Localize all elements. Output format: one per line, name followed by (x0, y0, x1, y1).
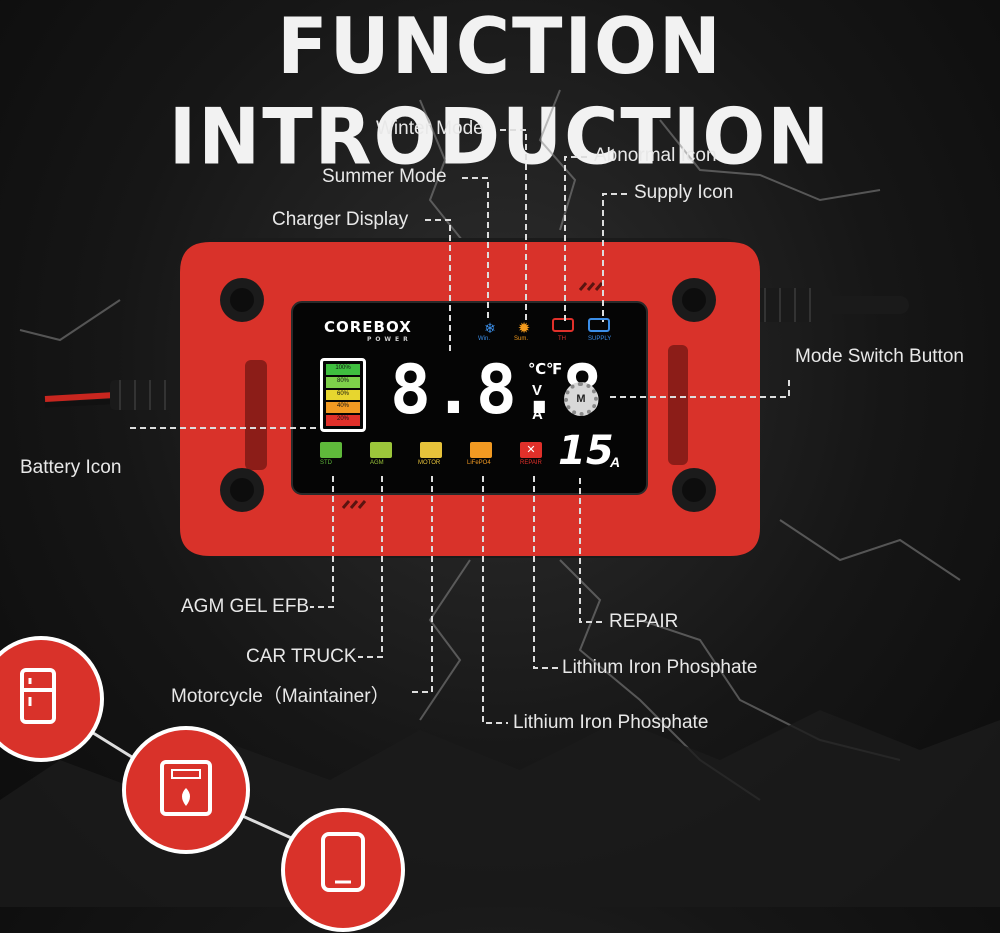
battery-type-motor (420, 442, 442, 458)
current-value: 15 (558, 428, 614, 474)
lightning-background (0, 89, 1000, 907)
battery-type-lifepo4-label: LiFePO4 (467, 460, 491, 466)
sun-icon: ✹ (517, 320, 531, 337)
refrigerator-icon (20, 668, 56, 724)
callout-lithium-2: Lithium Iron Phosphate (513, 712, 709, 733)
repair-icon: ✕ (520, 442, 542, 458)
supply-label: SUPPLY (588, 336, 612, 342)
callout-charger-display: Charger Display (272, 209, 409, 230)
battery-level-40: 40% (326, 402, 360, 414)
battery-type-agm-label: AGM (370, 460, 384, 466)
battery-level-20: 20% (326, 415, 360, 426)
current-unit: A (610, 454, 621, 470)
callout-motorcycle: Motorcycle（Maintainer） (171, 686, 390, 707)
brand-name: COREBOX (324, 318, 412, 336)
battery-type-std-label: STD (320, 460, 332, 466)
battery-type-lifepo4 (470, 442, 492, 458)
winter-mode-label: Win. (478, 336, 490, 342)
battery-type-motor-label: MOTOR (418, 460, 441, 466)
battery-level-60: 60% (326, 389, 360, 401)
battery-type-agm (370, 442, 392, 458)
battery-gauge-icon: 100% 80% 60% 40% 20% (320, 358, 366, 432)
callout-mode-switch-button: Mode Switch Button (795, 346, 964, 367)
page-title: FUNCTION INTRODUCTION (168, 1, 832, 183)
microwave-icon (160, 760, 212, 816)
snowflake-icon: ❄ (484, 320, 496, 336)
battery-level-100: 100% (326, 364, 360, 375)
callout-lithium-1: Lithium Iron Phosphate (562, 657, 758, 678)
callout-winter-mode: Winter Mode (376, 118, 484, 139)
battery-type-std (320, 442, 342, 458)
callout-repair: REPAIR (609, 611, 679, 632)
feature-circle-3 (281, 808, 405, 932)
cables (44, 288, 909, 410)
unit-celsius: ℃ (528, 361, 547, 378)
abnormal-label: TH (558, 336, 566, 342)
battery-type-repair-label: REPAIR (520, 460, 542, 466)
unit-fahrenheit: ℉ (546, 361, 563, 378)
callout-summer-mode: Summer Mode (322, 166, 447, 187)
callout-battery-icon: Battery Icon (20, 457, 122, 478)
mode-switch-button[interactable]: M (564, 382, 598, 416)
unit-volt: V (532, 382, 543, 399)
callout-agm-gel-efb: AGM GEL EFB (181, 596, 310, 617)
callout-lines (130, 129, 790, 724)
battery-level-80: 80% (326, 376, 360, 388)
brand-logo: COREBOX POWER (324, 318, 412, 343)
callout-supply-icon: Supply Icon (634, 182, 734, 203)
callout-car-truck: CAR TRUCK (246, 646, 357, 667)
brand-sub: POWER (366, 336, 412, 343)
charger-device (180, 238, 760, 558)
unit-amp: A (532, 406, 543, 423)
lcd-screen: COREBOX POWER ❄ Win. ✹ Sum. TH SUPPLY 10… (292, 302, 647, 494)
supply-icon (588, 318, 610, 332)
abnormal-icon (552, 318, 574, 332)
summer-mode-label: Sum. (514, 336, 529, 342)
mode-button-letter: M (576, 393, 586, 405)
feature-circle-1 (0, 636, 104, 762)
feature-circle-2 (122, 726, 250, 854)
callout-abnormal-icon: Abnormal Icon (594, 145, 717, 166)
tablet-icon (321, 832, 365, 892)
